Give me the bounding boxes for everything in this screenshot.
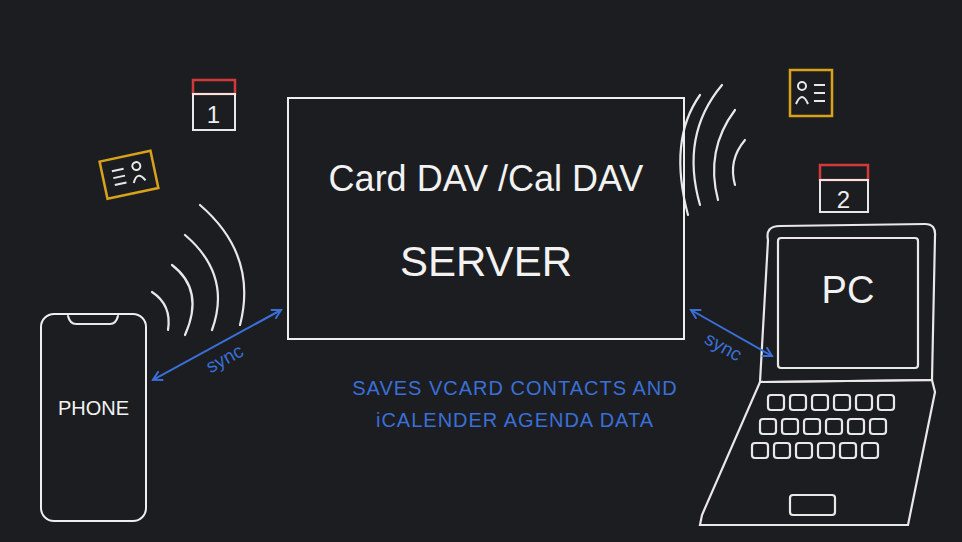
edge-label: sync <box>201 340 248 377</box>
key <box>834 395 850 410</box>
laptop-lid <box>760 224 935 382</box>
node-text: SERVER <box>289 239 683 285</box>
key <box>760 419 776 434</box>
key <box>782 419 798 434</box>
key <box>812 395 828 410</box>
key <box>818 443 834 458</box>
key <box>768 395 784 410</box>
key <box>870 419 886 434</box>
laptop-base <box>700 380 935 525</box>
calendar-number: 1 <box>193 96 235 134</box>
edge-label: sync <box>700 328 747 366</box>
server-box: Card DAV /Cal DAV SERVER <box>287 97 685 340</box>
key <box>804 419 820 434</box>
signal-wave <box>185 235 218 330</box>
calendar-number: 2 <box>820 181 868 219</box>
key <box>826 419 842 434</box>
signal-wave <box>733 140 745 185</box>
signal-wave <box>714 110 735 200</box>
key <box>774 443 790 458</box>
key <box>796 443 812 458</box>
signal-wave <box>200 205 244 325</box>
node-text: PHONE <box>42 397 145 419</box>
signal-wave <box>152 292 169 330</box>
sync-arrow <box>153 310 281 380</box>
laptop-screen <box>778 238 918 368</box>
trackpad <box>790 495 835 515</box>
signal-wave <box>172 265 193 335</box>
caption-note: SAVES VCARD CONTACTS AND iCALENDER AGEND… <box>340 372 690 436</box>
key <box>856 395 872 410</box>
key <box>848 419 864 434</box>
pc-screen: PC <box>778 238 918 368</box>
phone-notch <box>68 316 118 324</box>
contact-card-icon <box>100 151 159 199</box>
key <box>878 395 894 410</box>
signal-wave <box>694 85 722 205</box>
contact-card-icon <box>790 70 832 116</box>
phone-device: PHONE <box>40 313 147 522</box>
key <box>862 443 878 458</box>
keyboard-keys <box>752 395 894 458</box>
key <box>840 443 856 458</box>
key <box>790 395 806 410</box>
node-text: Card DAV /Cal DAV <box>289 159 683 199</box>
node-text: PC <box>778 270 918 312</box>
key <box>752 443 768 458</box>
